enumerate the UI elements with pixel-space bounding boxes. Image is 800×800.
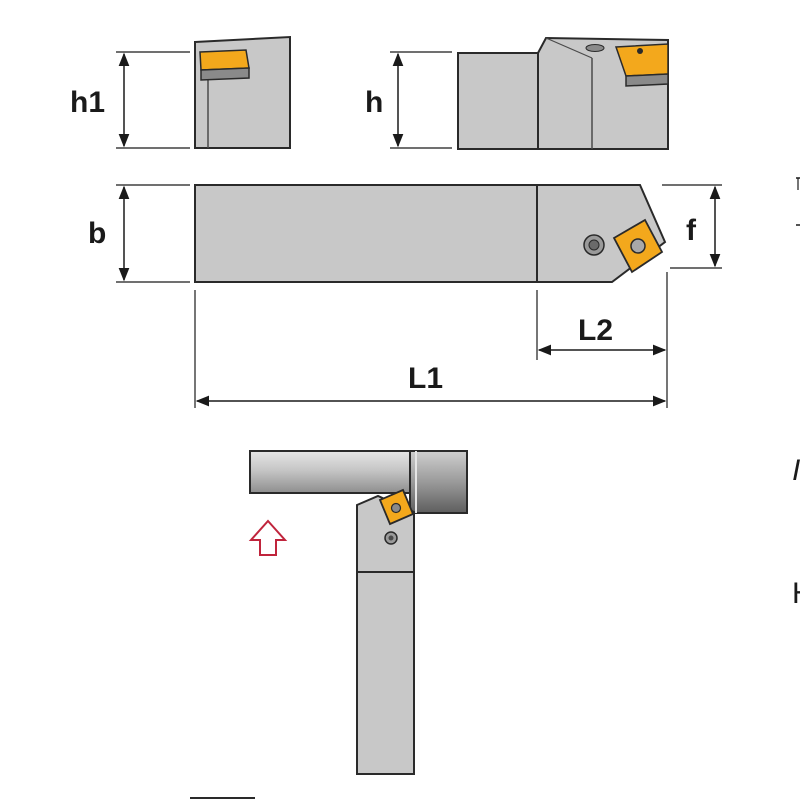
clamp-screw-top: [585, 44, 605, 52]
L2-dimension: L2: [536, 272, 668, 408]
end-view: [194, 35, 291, 149]
side-view: [457, 36, 669, 150]
L1-label: L1: [408, 362, 443, 395]
f-dimension: f: [662, 184, 722, 269]
workpiece-cylinder: [249, 450, 411, 494]
h1-dimension: h1: [70, 51, 190, 149]
h-label: h: [365, 86, 383, 119]
side-view-shank: [457, 52, 539, 150]
insert-shim: [200, 67, 250, 81]
h-dimension: h: [365, 51, 452, 149]
side-insert-shim: [625, 73, 669, 87]
top-view-shank: [194, 184, 538, 283]
f-label: f: [686, 214, 697, 247]
top-view: [194, 184, 667, 283]
b-label: b: [88, 217, 106, 250]
tool-shank: [356, 571, 415, 775]
application-view: [248, 450, 468, 775]
workpiece-shoulder: [409, 450, 468, 514]
h1-label: h1: [70, 86, 105, 119]
L2-label: L2: [578, 314, 613, 347]
right-fragment: H: [792, 577, 800, 610]
feed-direction-arrow: [248, 519, 288, 556]
right-italic-fragment: I: [792, 454, 800, 487]
L1-dimension: L1: [194, 290, 667, 408]
insert-top: [199, 49, 250, 71]
right-edge-fragments: I H: [792, 177, 800, 610]
b-dimension: b: [88, 184, 190, 283]
